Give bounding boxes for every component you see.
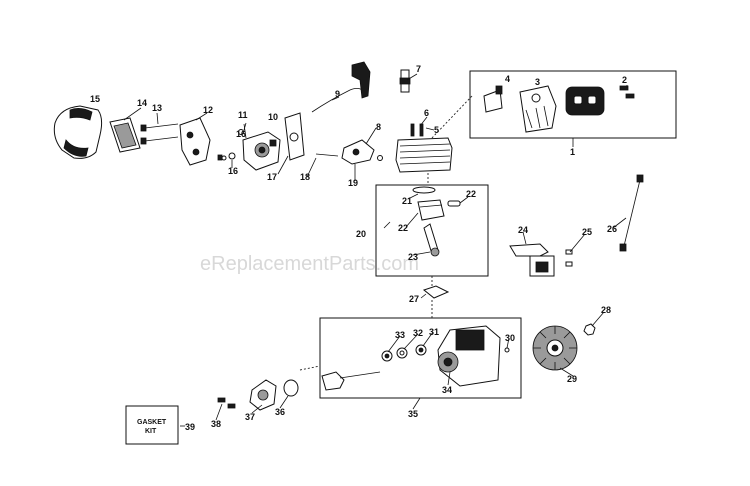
callout-14: 14 — [137, 98, 147, 108]
part-14-filter — [109, 117, 141, 153]
part-29-flywheel — [532, 325, 578, 371]
leader-shaft — [299, 365, 321, 371]
part-13-bolts — [140, 123, 179, 145]
callout-26: 26 — [607, 224, 617, 234]
callout-11: 11 — [238, 110, 248, 120]
callout-3: 3 — [535, 77, 540, 87]
callout-25: 25 — [582, 227, 592, 237]
part-37-cover — [249, 379, 277, 411]
callout-30: 30 — [505, 333, 515, 343]
callout-2: 2 — [622, 75, 627, 85]
callout-16: 16 — [228, 166, 238, 176]
callout-12: 12 — [203, 105, 213, 115]
callout-35: 35 — [408, 409, 418, 419]
part-17-plate — [284, 112, 305, 161]
part-18-rod — [315, 153, 339, 157]
callout-39: 39 — [185, 422, 195, 432]
callout-16-second: 16 — [236, 129, 246, 139]
callout-36: 36 — [275, 407, 285, 417]
part-27-gasket — [422, 285, 450, 299]
callout-20: 20 — [356, 229, 366, 239]
callout-18: 18 — [300, 172, 310, 182]
callout-32: 32 — [413, 328, 423, 338]
part-10-carburetor — [242, 131, 281, 171]
callout-34: 34 — [442, 385, 452, 395]
callout-5: 5 — [434, 125, 439, 135]
part-12-base — [179, 117, 211, 166]
callout-38: 38 — [211, 419, 221, 429]
callout-29: 29 — [567, 374, 577, 384]
part-31-bearing — [415, 344, 427, 356]
callout-31: 31 — [429, 327, 439, 337]
part-32-bearing — [396, 347, 408, 359]
callout-37: 37 — [245, 412, 255, 422]
part-7-spark-plug — [399, 69, 411, 93]
gasket-kit-label-2: KIT — [145, 428, 157, 435]
part-26-wire — [619, 174, 644, 252]
part-muffler — [565, 86, 605, 116]
callout-10: 10 — [268, 112, 278, 122]
part-22-pin — [447, 200, 461, 207]
callout-7: 7 — [416, 64, 421, 74]
callout-22: 22 — [466, 189, 476, 199]
part-3-heat-shield — [519, 85, 557, 133]
part-crankcase — [437, 325, 501, 387]
callout-1: 1 — [570, 147, 575, 157]
part-cylinder — [395, 123, 453, 173]
callout-19: 19 — [348, 178, 358, 188]
part-28-nut — [583, 323, 596, 336]
callout-numbers: 1 2 3 4 5 6 7 8 9 10 11 12 13 14 15 16 1… — [90, 64, 627, 432]
part-23-rod — [423, 223, 440, 257]
callout-6: 6 — [424, 108, 429, 118]
gasket-kit-box — [125, 405, 179, 445]
part-15-shroud — [53, 105, 103, 159]
callout-15: 15 — [90, 94, 100, 104]
part-24-ignition — [509, 243, 555, 277]
callout-9: 9 — [335, 89, 340, 99]
callout-22-second: 22 — [398, 223, 408, 233]
part-4-bracket — [483, 85, 503, 113]
part-16-fittings — [217, 129, 244, 161]
callout-4: 4 — [505, 74, 510, 84]
part-36-ring — [283, 379, 299, 397]
part-drive-shaft — [321, 371, 381, 391]
group-box-35 — [319, 317, 522, 399]
part-8-bracket — [341, 139, 383, 165]
callout-27: 27 — [409, 294, 419, 304]
callout-8: 8 — [376, 122, 381, 132]
part-30-pin — [504, 347, 510, 353]
part-25-screws — [565, 249, 573, 267]
part-33-seal — [381, 350, 393, 362]
callout-13: 13 — [152, 103, 162, 113]
callout-33: 33 — [395, 330, 405, 340]
callout-21: 21 — [402, 196, 412, 206]
part-boot — [351, 61, 371, 99]
leader-lines — [123, 73, 628, 427]
gasket-kit-label-1: GASKET — [137, 419, 167, 426]
callout-17: 17 — [267, 172, 277, 182]
part-piston — [417, 199, 445, 221]
part-38-screws — [217, 397, 236, 409]
part-2-screws — [619, 85, 635, 99]
part-21-ring — [412, 186, 436, 194]
callout-24: 24 — [518, 225, 528, 235]
callout-23: 23 — [408, 252, 418, 262]
callout-28: 28 — [601, 305, 611, 315]
watermark: eReplacementParts.com — [200, 253, 419, 275]
